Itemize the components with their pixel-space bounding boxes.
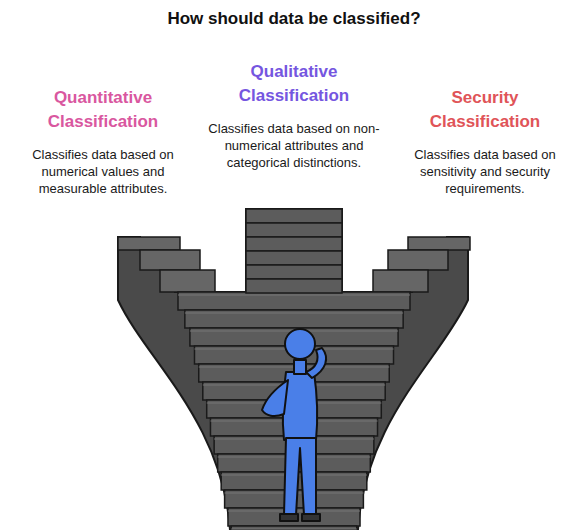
- thinking-person: [262, 329, 326, 521]
- stair-step: [231, 526, 356, 530]
- funnel-wall: [118, 209, 468, 530]
- title: How should data be classified?: [0, 9, 588, 29]
- stair-step: [118, 237, 180, 250]
- option-column: Quantitative ClassificationClassifies da…: [12, 86, 194, 197]
- stair-step: [178, 292, 410, 310]
- option-description: Classifies data based on sensitivity and…: [394, 146, 576, 197]
- stair-step: [388, 250, 448, 270]
- stair-step: [408, 237, 470, 250]
- stairs: [118, 209, 470, 530]
- option-description: Classifies data based on numerical value…: [12, 146, 194, 197]
- tower-step: [246, 209, 342, 223]
- option-description: Classifies data based on non-numerical a…: [203, 120, 385, 171]
- step-edge: [231, 529, 356, 530]
- option-column: Qualitative ClassificationClassifies dat…: [203, 60, 385, 171]
- stair-step: [185, 310, 403, 328]
- option-column: Security ClassificationClassifies data b…: [394, 86, 576, 197]
- stair-step: [140, 250, 200, 270]
- tower-step: [246, 265, 342, 279]
- option-heading: Security Classification: [394, 86, 576, 134]
- stair-step: [373, 270, 428, 292]
- tower-step: [246, 223, 342, 237]
- tower-step: [246, 237, 342, 251]
- option-heading: Quantitative Classification: [12, 86, 194, 134]
- option-heading: Qualitative Classification: [203, 60, 385, 108]
- stair-step: [160, 270, 215, 292]
- tower-step: [246, 251, 342, 265]
- tower-step: [246, 279, 342, 293]
- step-edge: [185, 313, 403, 314]
- step-edge: [178, 295, 410, 296]
